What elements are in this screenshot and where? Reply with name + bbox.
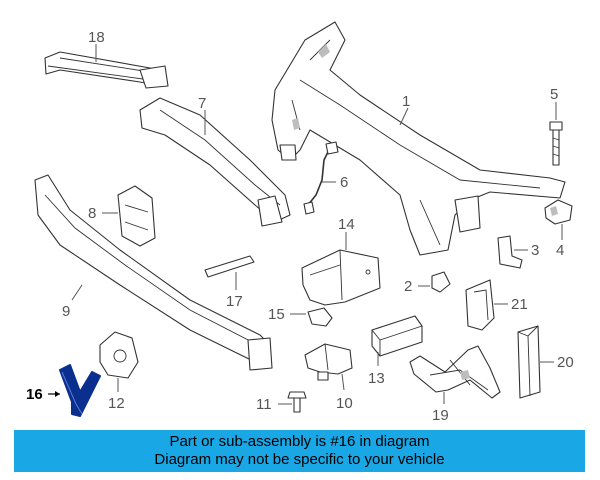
part-3-bracket[interactable]	[497, 235, 523, 269]
leader-1	[399, 107, 409, 126]
callout-2: 2	[404, 278, 412, 295]
callout-3: 3	[531, 242, 539, 259]
callout-5: 5	[550, 86, 558, 103]
part-9-bumper-reinforcement[interactable]	[34, 174, 273, 371]
part-4-bracket[interactable]	[544, 199, 573, 225]
callout-10: 10	[336, 395, 353, 412]
part-11-bolt[interactable]	[287, 391, 307, 413]
part-21-bracket[interactable]	[465, 279, 495, 331]
callout-6: 6	[340, 174, 348, 191]
callout-20: 20	[557, 354, 574, 371]
leader-9	[71, 284, 83, 301]
callout-8: 8	[88, 205, 96, 222]
part-12-bracket[interactable]	[99, 331, 139, 379]
part-2-clip[interactable]	[431, 271, 451, 293]
callout-12: 12	[108, 395, 125, 412]
part-16-bracket-highlighted[interactable]	[59, 364, 101, 417]
banner-line-1: Part or sub-assembly is #16 in diagram	[169, 433, 430, 450]
part-18-air-guide[interactable]	[44, 51, 169, 89]
part-6-cable[interactable]	[303, 141, 339, 215]
callout-13: 13	[368, 370, 385, 387]
leader-16-arrow	[55, 391, 60, 397]
callout-7: 7	[198, 95, 206, 112]
callout-16: 16	[26, 386, 43, 403]
callout-9: 9	[62, 303, 70, 320]
exploded-parts-diagram: 18 7 1 5 4 6 8	[26, 21, 574, 424]
callout-11: 11	[256, 396, 272, 413]
banner-line-2: Diagram may not be specific to your vehi…	[154, 451, 445, 468]
leader-10	[341, 373, 345, 391]
callout-1: 1	[402, 93, 410, 110]
part-19-lower-support[interactable]	[409, 345, 501, 399]
part-15-clip[interactable]	[307, 307, 333, 327]
callout-17: 17	[226, 293, 243, 310]
part-8-mount-bracket[interactable]	[117, 185, 156, 247]
info-banner: Part or sub-assembly is #16 in diagram D…	[14, 430, 585, 472]
part-10-bracket[interactable]	[304, 343, 353, 381]
part-5-bolt[interactable]	[549, 121, 563, 166]
part-7-upper-reinforcement[interactable]	[139, 97, 291, 227]
part-1-radiator-support[interactable]	[271, 21, 566, 256]
callout-19: 19	[432, 407, 449, 424]
part-14-module-bracket[interactable]	[301, 249, 381, 306]
part-17-strip[interactable]	[204, 255, 255, 278]
callout-4: 4	[556, 242, 564, 259]
callout-18: 18	[88, 29, 105, 46]
callout-14: 14	[338, 216, 355, 233]
part-20-panel[interactable]	[517, 325, 541, 399]
callout-21: 21	[511, 296, 528, 313]
part-13-block[interactable]	[371, 315, 423, 357]
callout-15: 15	[268, 306, 285, 323]
